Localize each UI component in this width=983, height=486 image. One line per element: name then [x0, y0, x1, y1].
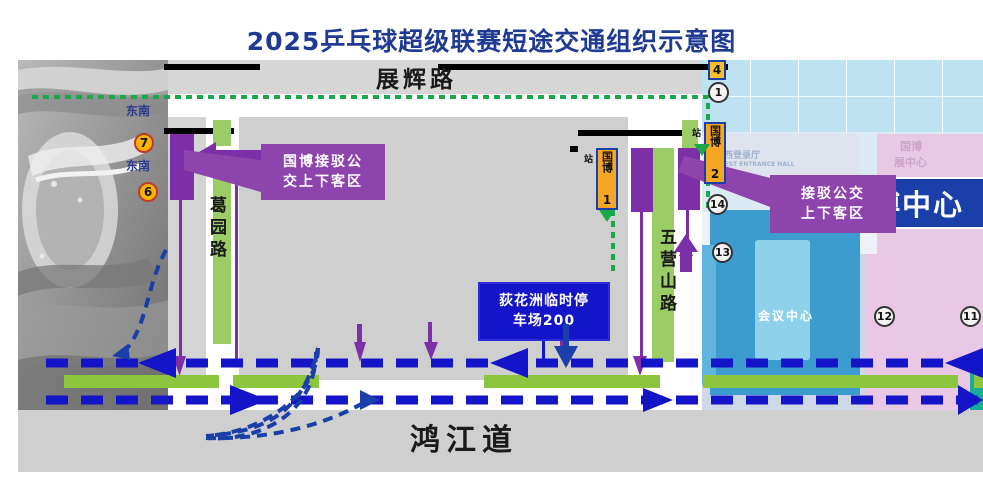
- road-edge-bar-1: [164, 64, 260, 70]
- venue-faint-label-2: 展中心: [894, 156, 927, 169]
- venue-hall-wing: [702, 245, 716, 385]
- purple-stem-right: [686, 210, 689, 272]
- circle-marker-13[interactable]: 13: [712, 242, 733, 263]
- bus-stop-1-name: 国博: [600, 151, 614, 173]
- median-strip-5: [974, 375, 983, 388]
- circle-marker-12[interactable]: 12: [874, 306, 895, 327]
- callout-left-line1: 国博接驳公: [283, 153, 363, 170]
- parking-callout: 荻花洲临时停 车场200: [478, 282, 610, 341]
- circle-marker-11[interactable]: 11: [960, 306, 981, 327]
- orange-marker-6[interactable]: 6: [138, 182, 158, 202]
- venue-hall-label: 西登录厅: [724, 151, 761, 161]
- venue-hall-atrium: [755, 240, 810, 360]
- road-label-geyuan: 葛园路: [206, 196, 226, 262]
- gate-box-4[interactable]: 4: [708, 60, 726, 80]
- green-road-seg-1: [213, 120, 231, 146]
- bus-stop-2-arrow: [694, 144, 710, 156]
- venue-grid-lines: [702, 60, 983, 132]
- venue-faint-label-1: 国博: [900, 140, 922, 153]
- map-canvas: 西登录厅 WEST ENTRANCE HALL 国博 展中心 配套酒店 会议中心…: [18, 60, 983, 472]
- parking-box-stem: [542, 335, 545, 367]
- road-label-zhanhui: 展辉路: [376, 67, 457, 93]
- venue-hall-label-en: WEST ENTRANCE HALL: [718, 161, 795, 168]
- purple-stem-mid: [640, 212, 643, 362]
- green-road-geyuan: [213, 152, 231, 344]
- road-label-wuyingshan: 五营山路: [656, 228, 676, 316]
- purple-pickup-block-mid: [631, 148, 653, 212]
- median-strip-3: [484, 375, 660, 388]
- callout-left-shuttle: 国博接驳公 交上下客区: [261, 144, 385, 200]
- parking-line1: 荻花洲临时停: [499, 292, 589, 309]
- purple-pickup-block-right: [678, 148, 700, 210]
- callout-left-line2: 交上下客区: [283, 174, 363, 190]
- road-edge-bar-4: [578, 130, 698, 136]
- bus-stop-1-num: 1: [602, 193, 612, 207]
- bus-stop-1[interactable]: 国博 1: [596, 148, 618, 210]
- bus-stop-2-name: 国博: [708, 125, 722, 147]
- aerial-label-1: 东南: [126, 104, 151, 118]
- callout-right-line1: 接驳公交: [801, 185, 865, 202]
- aerial-label-2: 东南: [126, 159, 151, 173]
- road-label-hongjiang: 鸿江道: [410, 423, 518, 458]
- callout-right-shuttle: 接驳公交 上下客区: [770, 175, 896, 233]
- median-strip-4: [703, 375, 958, 388]
- green-road-wuyingshan: [652, 148, 674, 362]
- road-edge-bar-5: [570, 146, 578, 152]
- parking-line2: 车场200: [512, 312, 576, 329]
- circle-marker-1[interactable]: 1: [708, 82, 729, 103]
- median-strip-1: [64, 375, 219, 388]
- orange-marker-7[interactable]: 7: [134, 133, 154, 153]
- circle-marker-14[interactable]: 14: [707, 194, 728, 215]
- bottom-road-band: [18, 410, 983, 472]
- median-strip-2: [233, 375, 319, 388]
- purple-stem-left-2: [235, 152, 238, 362]
- bus-stop-1-suffix: 站: [584, 155, 594, 165]
- bus-stop-2-suffix: 站: [692, 129, 702, 139]
- bus-stop-1-arrow: [599, 210, 615, 222]
- conference-center-label: 会议中心: [758, 309, 815, 323]
- green-road-seg-2: [682, 120, 698, 148]
- road-edge-bar-2: [438, 64, 728, 70]
- venue-basemap: 西登录厅 WEST ENTRANCE HALL 国博 展中心 配套酒店 会议中心: [702, 60, 983, 410]
- venue-conference-hall: [710, 210, 860, 395]
- purple-stem-left: [179, 200, 182, 362]
- purple-pickup-block-left: [170, 134, 194, 200]
- page-title: 2025乒乓球超级联赛短途交通组织示意图: [246, 27, 737, 56]
- callout-right-line2: 上下客区: [801, 206, 865, 222]
- bus-stop-2-num: 2: [710, 167, 720, 181]
